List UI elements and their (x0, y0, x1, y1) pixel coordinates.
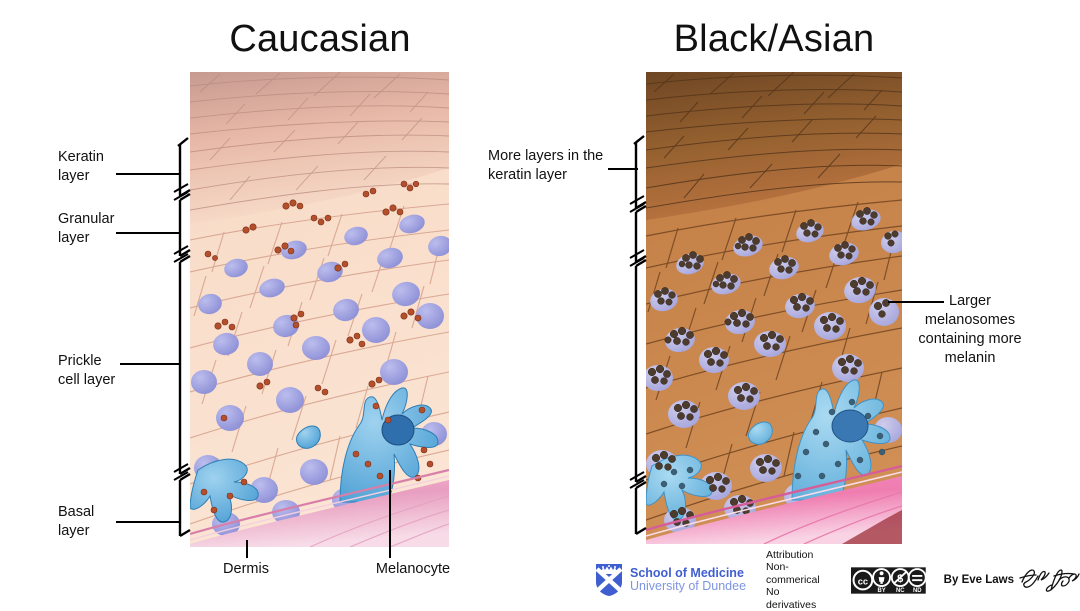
layer-bracket-left (173, 137, 191, 538)
dundee-wordmark: School of Medicine University of Dundee (630, 565, 747, 594)
dundee-shield-icon (595, 564, 623, 596)
svg-text:ND: ND (913, 587, 922, 593)
label-keratin-layer: Keratin layer (58, 149, 104, 184)
label-more-layers-keratin: More layers in the keratin layer (488, 148, 604, 183)
label-prickle-cell-layer: Prickle cell layer (58, 353, 116, 388)
skin-cross-section-black-asian (646, 72, 902, 544)
leader-dermis (246, 540, 248, 558)
svg-text:NC: NC (896, 587, 905, 593)
leader-melanocyte (389, 470, 391, 558)
dundee-school-line: School of Medicine (630, 565, 744, 580)
panel-title-caucasian: Caucasian (229, 18, 411, 60)
leader-keratin (116, 173, 180, 175)
skin-diagram-black-asian (646, 72, 902, 544)
layer-bracket-right (629, 135, 647, 536)
leader-granular (116, 232, 180, 234)
svg-text:BY: BY (877, 587, 885, 593)
skin-diagram-caucasian (190, 72, 449, 547)
signature-icon (1019, 569, 1080, 592)
license-terms: Attribution Non-commerical No derivative… (766, 549, 831, 611)
leader-melanosomes (888, 301, 944, 303)
license-noncommercial: Non-commerical (766, 561, 820, 586)
label-melanocyte: Melanocyte (375, 561, 451, 577)
label-dermis: Dermis (223, 561, 269, 577)
byline-text: By Eve Laws (943, 574, 1014, 586)
leader-prickle (120, 363, 180, 365)
license-attribution: Attribution (766, 548, 814, 561)
skin-cross-section-caucasian (190, 72, 449, 547)
attribution-footer: School of Medicine University of Dundee … (595, 549, 1080, 611)
dundee-logo: School of Medicine University of Dundee (595, 563, 746, 597)
panel-title-black-asian: Black/Asian (673, 18, 875, 60)
svg-text:cc: cc (858, 576, 868, 586)
leader-more-layers (608, 168, 638, 170)
label-larger-melanosomes: Larger melanosomes containing more melan… (918, 293, 1022, 366)
creative-commons-badge-icon[interactable]: cc BY $ NC ND (850, 565, 926, 596)
label-basal-layer: Basal layer (58, 504, 95, 539)
leader-basal (116, 521, 180, 523)
label-granular-layer: Granular layer (58, 211, 115, 246)
byline: By Eve Laws (944, 564, 1080, 596)
dundee-university-line: University of Dundee (630, 579, 747, 593)
license-noderivatives: No derivatives (766, 586, 817, 611)
